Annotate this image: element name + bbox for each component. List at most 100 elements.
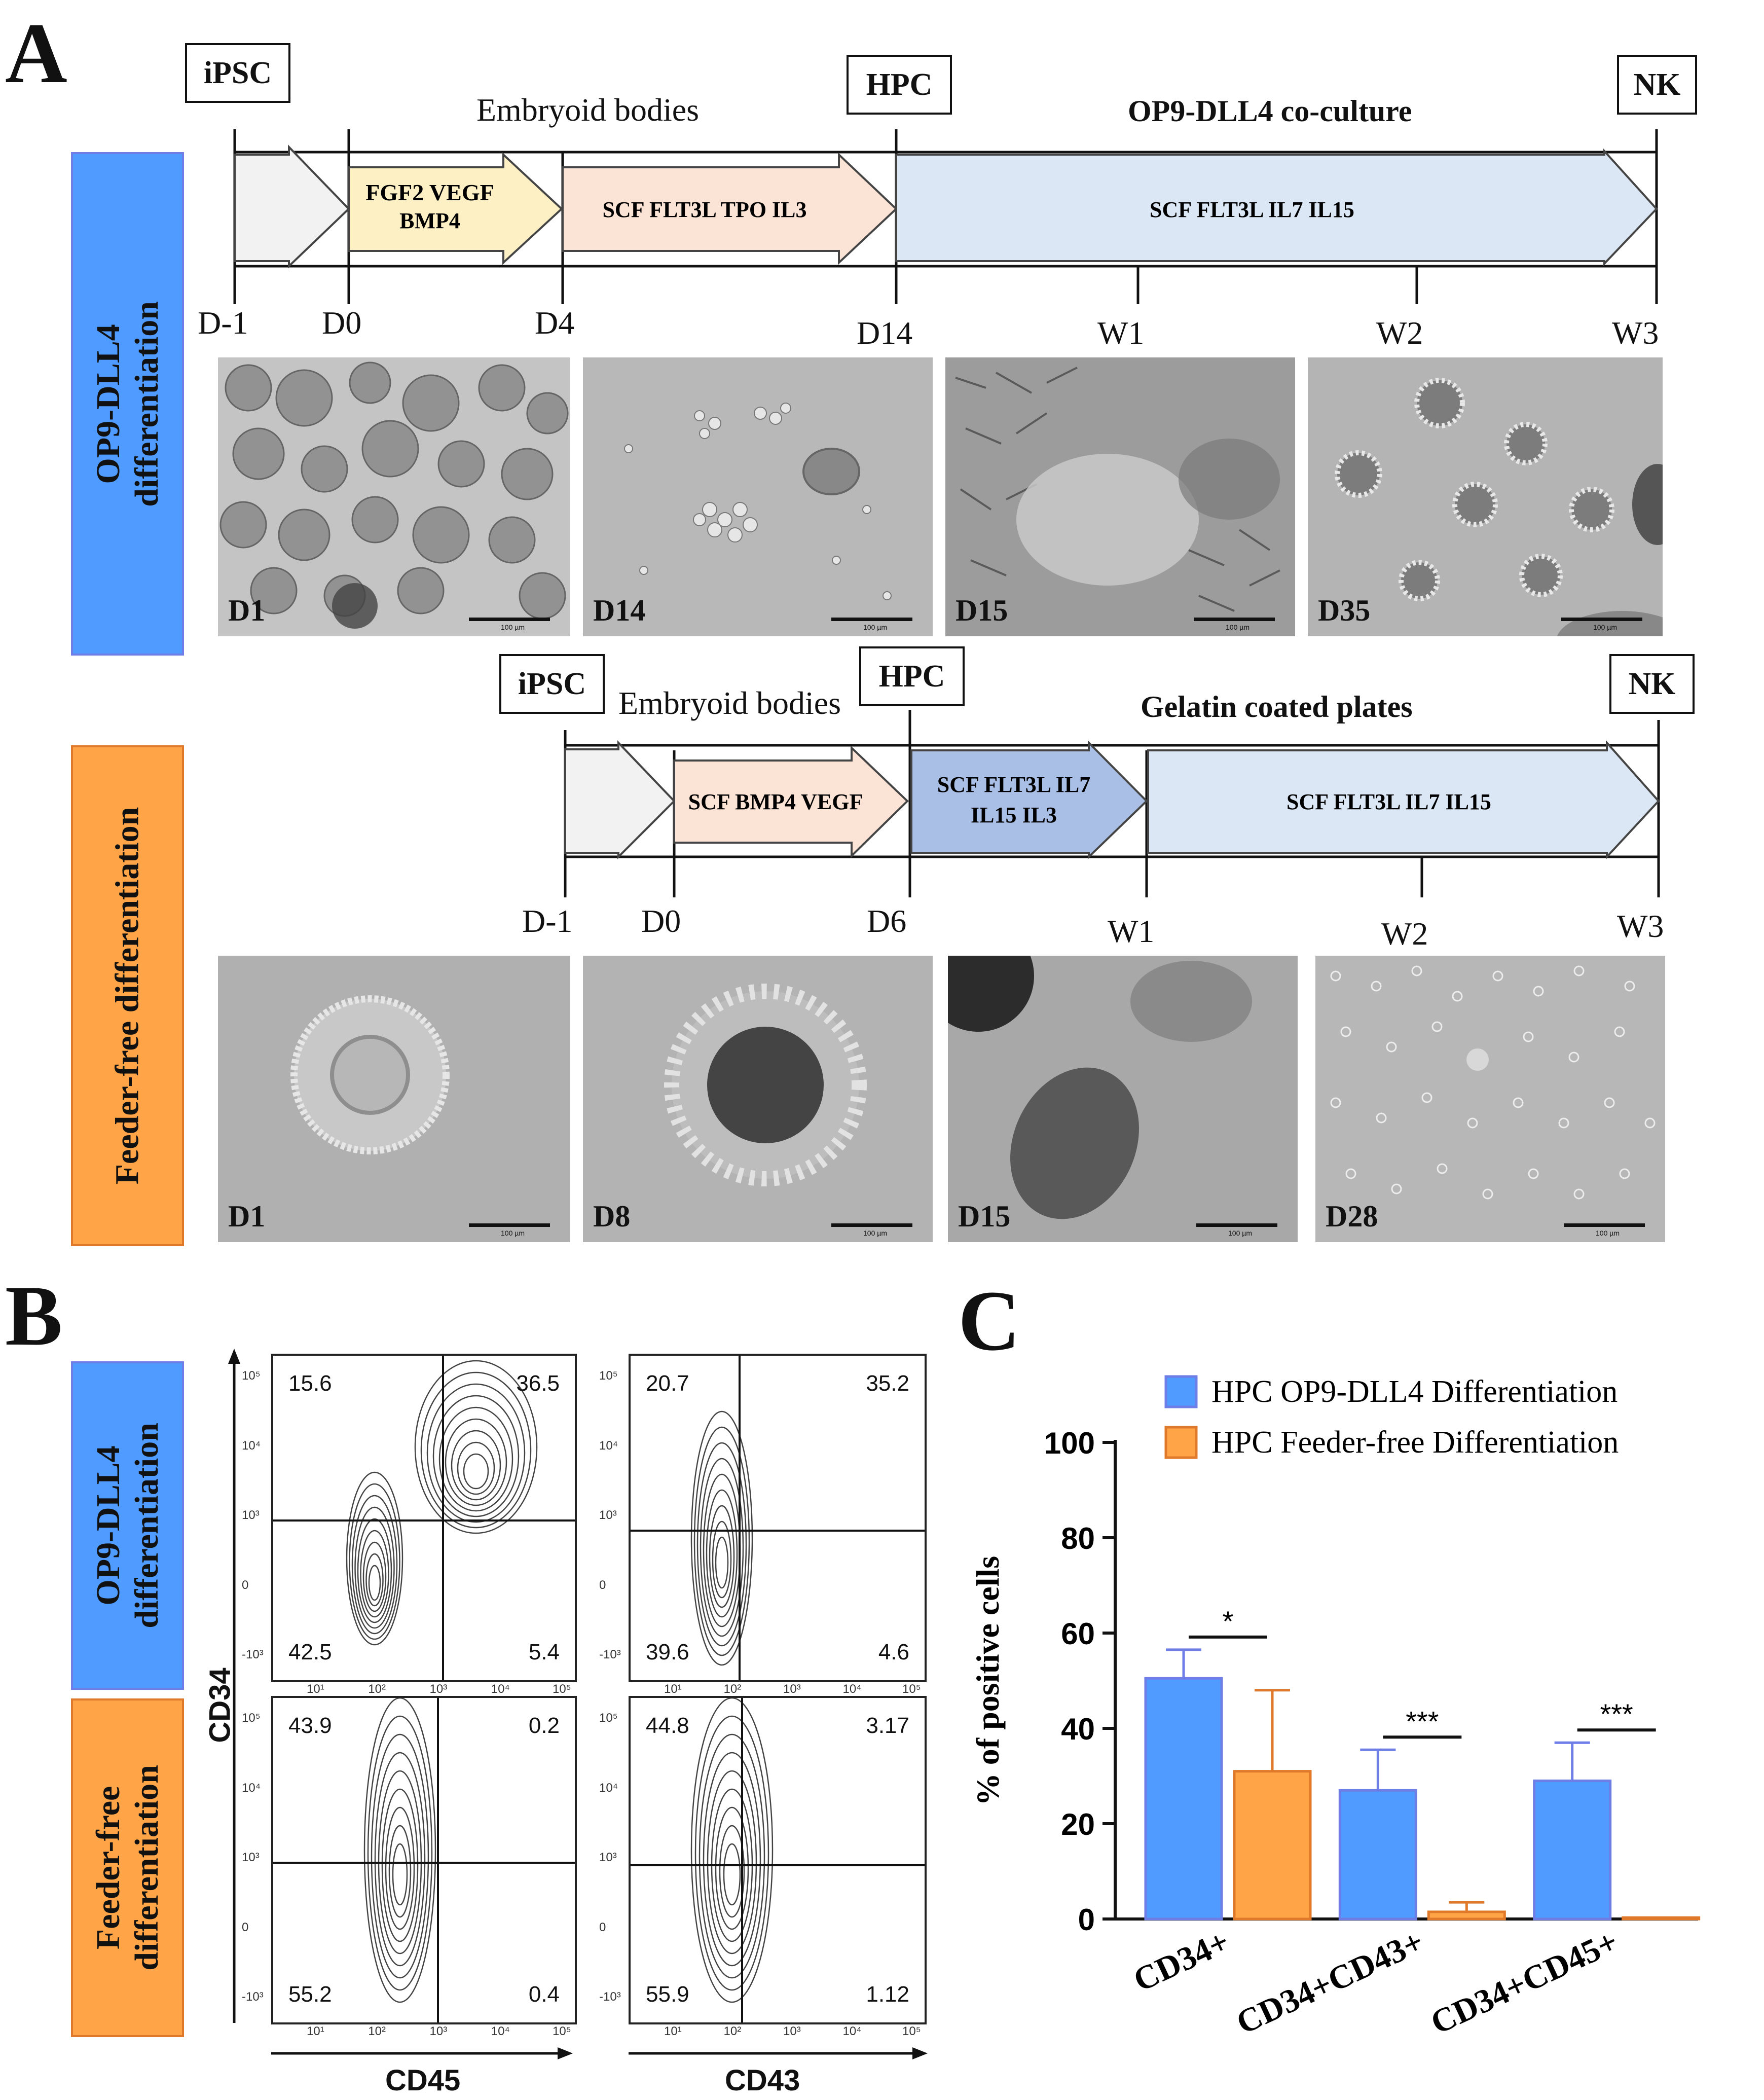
contour-line [349,1483,400,1640]
x-tick-label: 10¹ [664,1682,682,1696]
arrow-bottom-3-label: SCF FLT3L IL7 IL15 [1287,789,1491,814]
micrograph-bottom-d1: D1 100 µm [218,956,570,1242]
quadrant-lr: 1.12 [866,1982,909,2007]
category-label: CD34+CD43+ [1231,1923,1429,2041]
b-x-axis-label-cd43: CD43 [725,2064,800,2097]
y-tick-label: 10³ [242,1851,260,1864]
arrow-bottom-0 [564,740,676,859]
scale-bar [469,1223,550,1227]
y-tick-label: 40 [1061,1712,1095,1746]
hpc-box-bottom: HPC [859,646,965,706]
arrow-bottom-1-label: SCF BMP4 VEGF [688,789,863,814]
bar [1533,1779,1612,1921]
contour-line [715,1536,729,1589]
micrograph-label: D15 [956,594,1008,627]
micrograph-top-d14: D14 100 µm [583,357,933,636]
category-label: CD34+CD45+ [1425,1923,1624,2041]
micrograph-top-d15: D15 100 µm [945,357,1295,636]
arrow-top-3-label: SCF FLT3L IL7 IL15 [1150,197,1354,222]
svg-text:IL15 IL3: IL15 IL3 [971,803,1057,827]
ipsc-box-bottom: iPSC [499,654,605,714]
x-tick-label: 10¹ [307,2024,324,2038]
b-x-axis-label-cd45: CD45 [385,2064,461,2097]
micrograph-label: D1 [228,594,266,627]
arrow-top-2 [562,152,898,265]
micrograph-label: D14 [593,594,646,627]
day-top-1: D0 [322,305,362,341]
quadrant-ll: 55.2 [288,1982,332,2007]
x-tick-label: 10⁴ [842,1682,862,1696]
contour-line [367,1715,433,1991]
contour-line [360,1530,389,1618]
contour-line [374,1752,426,1967]
x-tick-label: 10⁴ [842,2024,862,2038]
arrow-top-2-label: SCF FLT3L TPO IL3 [602,197,806,222]
legend-swatch [1164,1375,1198,1408]
quadrant-ur: 0.2 [528,1713,560,1738]
arrow-bottom-1 [673,745,909,858]
contour-line [445,1418,507,1506]
scale-text: 100 µm [863,1229,887,1237]
y-tick-label: 10⁵ [599,1369,618,1383]
scale-text: 100 µm [863,623,887,631]
legend-swatch [1164,1426,1198,1459]
panel-label-b: B [5,1268,63,1363]
scale-bar [1561,618,1642,621]
contour-line [426,1383,526,1523]
quadrant-ll: 55.9 [646,1982,689,2007]
contour-line [723,1843,741,1906]
contour-line [388,1825,412,1918]
panel-label-c: C [958,1273,1020,1368]
contour-line [719,1825,745,1918]
x-tick-label: 10² [723,2024,742,2038]
day-top-0: D-1 [198,305,248,341]
gelatin-header: Gelatin coated plates [1141,690,1413,723]
x-tick-label: 10¹ [664,2024,682,2038]
scale-bar [469,618,550,621]
x-tick-label: 10² [723,1682,742,1696]
contour-line [357,1518,392,1623]
quadrant-lr: 0.4 [528,1982,560,2007]
contour-line [699,1733,765,1979]
x-tick-label: 10¹ [307,1682,324,1696]
y-tick-label: 10⁵ [599,1711,618,1725]
scale-text: 100 µm [501,1229,525,1237]
y-tick-label: 10⁴ [242,1438,261,1453]
y-tick-label: 10⁴ [599,1781,618,1795]
panel-label-a: A [5,6,67,101]
contour-line [709,1505,735,1608]
bar [1427,1910,1506,1921]
quadrant-ul: 44.8 [646,1713,689,1738]
y-tick-label: -10³ [242,1648,264,1661]
bar [1338,1789,1417,1921]
quadrant-lr: 4.6 [878,1640,909,1664]
scale-text: 100 µm [1226,623,1250,631]
contour-line [690,1410,753,1666]
micrograph-label: D8 [593,1200,631,1233]
bar [1622,1916,1701,1921]
contour-line [432,1395,520,1517]
y-tick-label: 10⁴ [242,1781,261,1795]
quadrant-ll: 39.6 [646,1640,689,1664]
legend-label: HPC Feeder-free Differentiation [1211,1425,1619,1460]
day-top-3: D14 [857,315,913,351]
quadrant-ur: 3.17 [866,1713,909,1738]
contour-line [712,1520,732,1599]
micrograph-bottom-d8: D8 100 µm [583,956,933,1242]
b-y-axis-label: CD34 [203,1668,237,1743]
y-tick-label: 10⁴ [599,1438,618,1453]
svg-text:BMP4: BMP4 [399,208,460,233]
contour-line [700,1458,744,1637]
nk-box-top: NK [1617,55,1697,115]
day-top-2: D4 [535,305,575,341]
y-tick-label: -10³ [599,1648,621,1661]
scale-bar [831,1223,912,1227]
day-bottom-4: W2 [1381,916,1428,952]
y-tick-label: 0 [599,1578,606,1592]
x-tick-label: 10⁵ [553,1682,571,1696]
